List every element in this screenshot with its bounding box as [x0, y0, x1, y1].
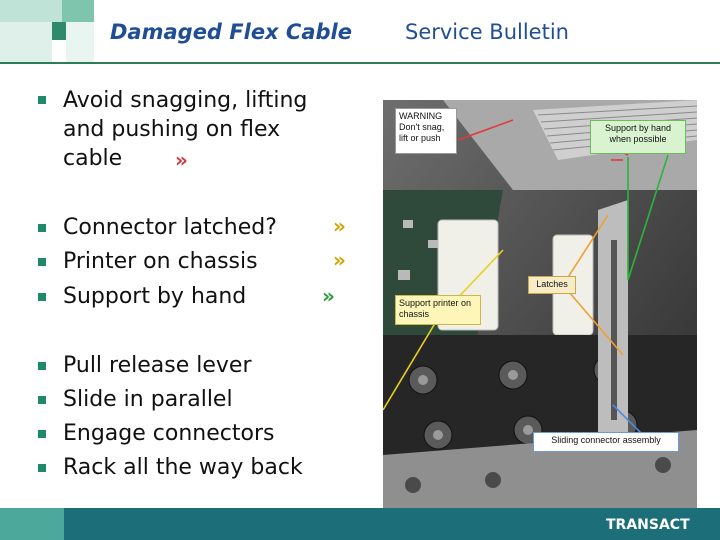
bullet-marker [38, 293, 46, 301]
footer-bar [0, 508, 720, 540]
hardware-photo: WARNING Don't snag, lift or push Support… [383, 100, 697, 518]
support-hand-callout: Support by hand when possible [590, 120, 686, 154]
bullet-text: Pull release lever [63, 353, 252, 378]
bullet-text: Avoid snagging, lifting and pushing on f… [63, 86, 307, 173]
bullet-text: Slide in parallel [63, 387, 233, 412]
bullet-text: Support by hand [63, 284, 247, 309]
bullet-line: and pushing on flex [63, 117, 281, 142]
bullet-marker [38, 396, 46, 404]
bullet-line: Avoid snagging, lifting [63, 88, 308, 113]
header-deco-square [0, 0, 62, 22]
chevron-icon: » [333, 248, 346, 272]
bullet-marker [38, 96, 46, 104]
footer-deco-square [0, 508, 64, 540]
header-band [0, 0, 720, 66]
header-rule [0, 62, 720, 64]
bullet-marker [38, 430, 46, 438]
chevron-icon: » [175, 148, 188, 172]
sliding-connector-callout: Sliding connector assembly [533, 432, 679, 452]
chevron-icon: » [322, 284, 335, 308]
header-deco-square [52, 22, 66, 40]
header-deco-square [62, 0, 94, 22]
header-deco-square [66, 22, 94, 62]
bullet-marker [38, 224, 46, 232]
bullet-marker [38, 464, 46, 472]
latches-callout: Latches [528, 276, 576, 294]
support-printer-callout: Support printer on chassis [395, 295, 481, 325]
bullet-marker [38, 362, 46, 370]
bullet-text: Rack all the way back [63, 455, 303, 480]
bullet-text: Printer on chassis [63, 249, 258, 274]
bullet-text: Connector latched? [63, 215, 277, 240]
page-title: Damaged Flex Cable [110, 20, 352, 44]
header-deco-square [0, 22, 52, 62]
bullet-text: Engage connectors [63, 421, 275, 446]
page-subtitle: Service Bulletin [405, 20, 569, 44]
chevron-icon: » [333, 214, 346, 238]
warning-callout: WARNING Don't snag, lift or push [395, 108, 457, 154]
bullet-line: cable [63, 146, 123, 171]
bullet-marker [38, 258, 46, 266]
transact-logo: TRANSACT [606, 517, 690, 533]
